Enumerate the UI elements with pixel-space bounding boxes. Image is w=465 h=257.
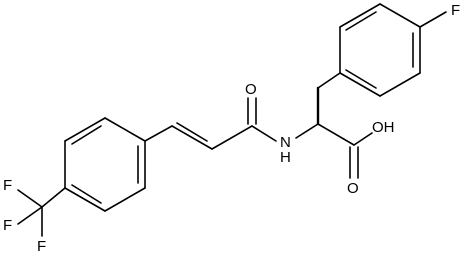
alpha-carboxyl-bond (317, 123, 355, 146)
ch2-ring-bond (317, 72, 341, 89)
fluorophenyl-ring (339, 3, 421, 97)
carboxyl-oxygen-label: O (347, 180, 359, 197)
amide-nitrogen-label: N (280, 134, 291, 151)
amide-oxygen-label: O (245, 81, 257, 98)
vinyl-double-bond-1 (171, 125, 213, 150)
vinyl-ring-bond (144, 125, 173, 142)
vinyl-double-bond-2 (176, 122, 208, 142)
fluorine-top-label: F (451, 2, 460, 19)
carbonyl-vinyl-bond (211, 125, 253, 150)
alpha-nitrogen-bond (295, 123, 319, 139)
cf3-f1-bond (17, 189, 43, 208)
cf3-fluorine-3-label: F (37, 238, 46, 255)
c-f-bond (419, 11, 447, 28)
trifluoromethylphenyl-ring (64, 117, 146, 212)
cf3-fluorine-1-label: F (3, 177, 12, 194)
ring-cf3-bond (41, 187, 66, 208)
amide-hydrogen-label: H (280, 149, 291, 166)
n-carbonyl-bond (251, 125, 277, 142)
c-oh-bond (353, 132, 373, 146)
hydroxyl-label: OH (372, 119, 395, 136)
cf3-f2-bond (17, 206, 43, 225)
cf3-fluorine-2-label: F (3, 217, 12, 234)
